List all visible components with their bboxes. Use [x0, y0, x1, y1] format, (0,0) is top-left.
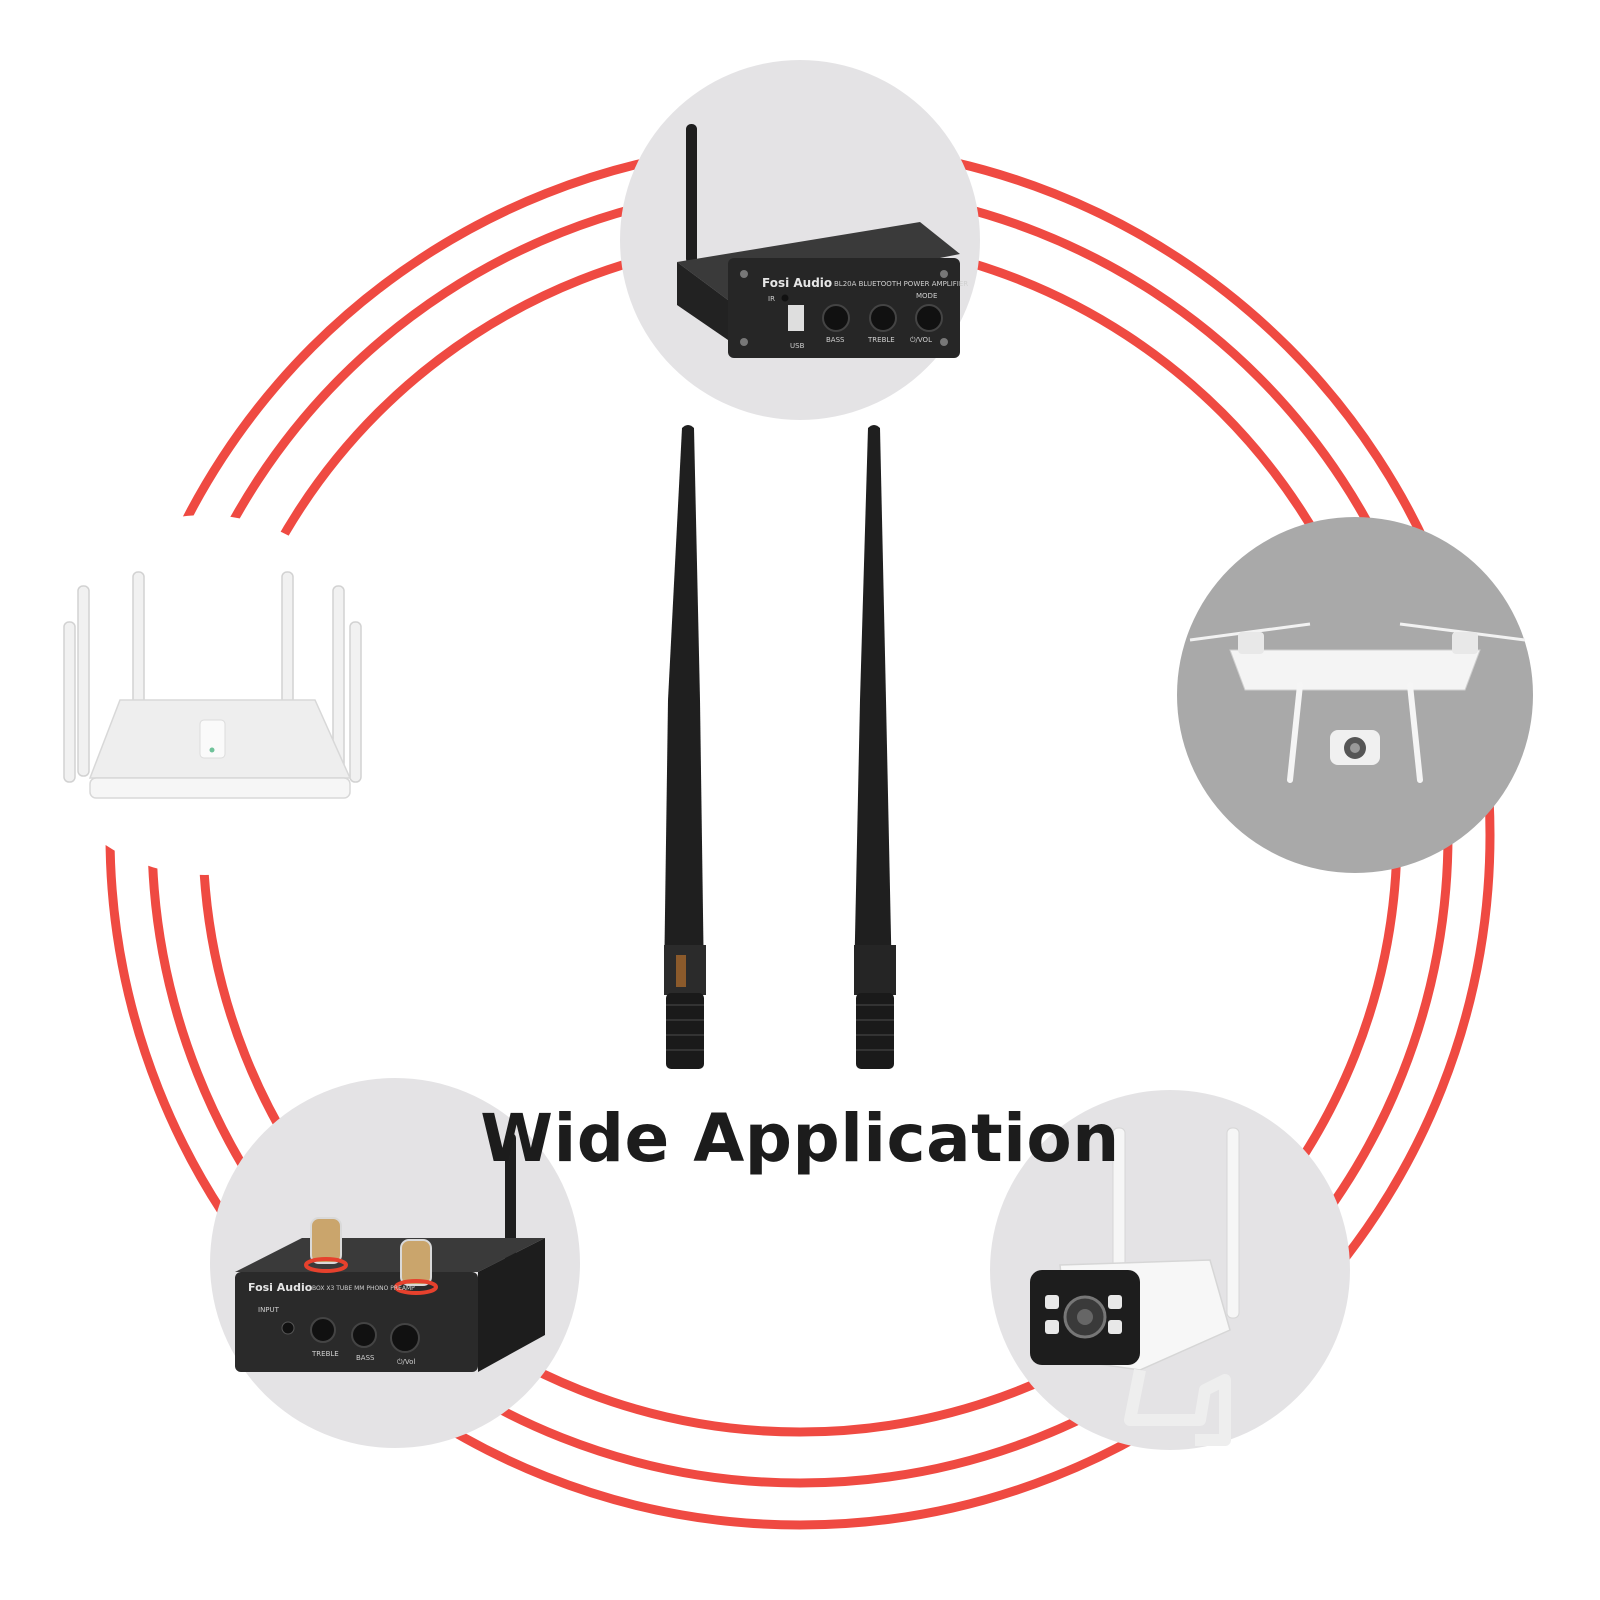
amplifier-label-usb: USB — [790, 342, 805, 350]
preamp-label-bass: BASS — [356, 1354, 375, 1362]
tube-preamp-icon: Fosi Audio BOX X3 TUBE MM PHONO PREAMP I… — [235, 1133, 545, 1372]
drone-circle — [1177, 517, 1533, 873]
preamp-label-treble: TREBLE — [311, 1350, 339, 1358]
amplifier-brand: Fosi Audio — [762, 276, 832, 290]
preamp-model: BOX X3 TUBE MM PHONO PREAMP — [312, 1285, 415, 1292]
antenna-icon — [854, 425, 896, 1069]
amplifier-label-mode: MODE — [916, 292, 937, 300]
headline-text: Wide Application — [480, 1100, 1120, 1177]
antenna-pair — [664, 425, 896, 1069]
drone-device — [1177, 517, 1533, 873]
wifi-router-icon — [63, 571, 362, 799]
amplifier-device: Fosi Audio BL20A BLUETOOTH POWER AMPLIFI… — [620, 60, 980, 420]
security-camera-icon — [1030, 1127, 1240, 1446]
preamp-label-vol: ⏻/Vol — [397, 1358, 415, 1366]
amplifier-model: BL20A BLUETOOTH POWER AMPLIFIER — [834, 280, 968, 288]
amplifier-label-bass: BASS — [826, 336, 845, 344]
amplifier-label-ir: IR — [768, 295, 775, 303]
router-device — [25, 515, 385, 875]
drone-icon — [1189, 622, 1526, 783]
amplifier-label-vol: ⏻/VOL — [910, 336, 932, 344]
preamp-label-input: INPUT — [258, 1306, 280, 1314]
amplifier-label-treble: TREBLE — [867, 336, 895, 344]
camera-device — [990, 1090, 1350, 1450]
bluetooth-amplifier-icon: Fosi Audio BL20A BLUETOOTH POWER AMPLIFI… — [677, 124, 968, 358]
preamp-device: Fosi Audio BOX X3 TUBE MM PHONO PREAMP I… — [210, 1078, 580, 1448]
antenna-icon — [664, 425, 706, 1069]
preamp-brand: Fosi Audio — [248, 1281, 313, 1294]
